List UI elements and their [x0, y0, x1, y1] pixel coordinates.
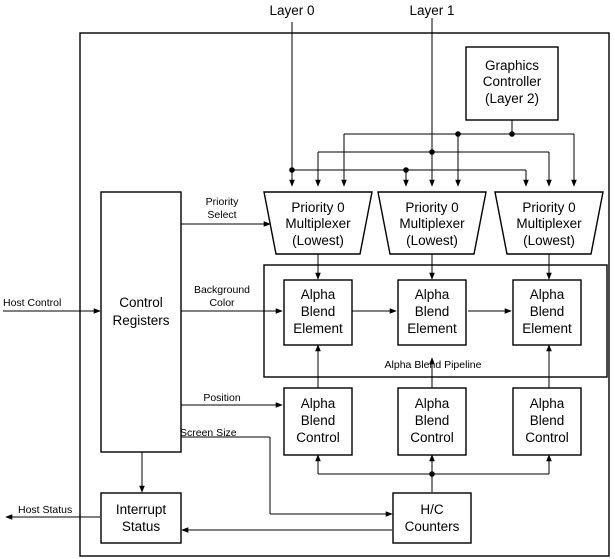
alpha-blend-element-3: Alpha Blend Element: [512, 279, 582, 346]
priority-mux-1: Priority 0 Multiplexer (Lowest): [263, 191, 373, 255]
graphics-controller-line-3: (Layer 2): [485, 91, 539, 106]
host-status-label: Host Status: [18, 504, 72, 516]
graphics-controller-line-2: Controller: [483, 74, 542, 89]
priority-mux-3-line-3: (Lowest): [523, 233, 575, 248]
wires: [3, 18, 577, 533]
interrupt-status-line-1: Interrupt: [116, 502, 167, 517]
priority-mux-2: Priority 0 Multiplexer (Lowest): [377, 191, 487, 255]
host-control-label: Host Control: [3, 297, 61, 309]
priority-mux-3-line-2: Multiplexer: [516, 216, 582, 231]
interrupt-status-line-2: Status: [122, 519, 161, 534]
priority-select-label-2: Select: [207, 209, 236, 221]
background-color-label-2: Color: [209, 297, 235, 309]
alpha-blend-element-2-line-2: Blend: [415, 304, 450, 319]
alpha-blend-element-1-line-3: Element: [293, 321, 343, 336]
position-label: Position: [203, 392, 241, 404]
alpha-blend-element-3-line-2: Blend: [530, 304, 565, 319]
interrupt-status-block: Interrupt Status: [100, 492, 182, 544]
alpha-blend-control-2-line-3: Control: [410, 430, 454, 445]
alpha-blend-control-1-line-1: Alpha: [301, 396, 336, 411]
alpha-blend-control-3: Alpha Blend Control: [512, 387, 582, 456]
alpha-blend-control-1: Alpha Blend Control: [283, 387, 353, 456]
hc-counters-line-2: Counters: [405, 519, 460, 534]
priority-mux-3-line-1: Priority 0: [522, 200, 575, 215]
layer-0-label: Layer 0: [269, 3, 314, 18]
priority-mux-2-line-1: Priority 0: [405, 200, 458, 215]
background-color-label-1: Background: [194, 284, 250, 296]
alpha-blend-element-2-line-3: Element: [407, 321, 457, 336]
alpha-blend-element-1-line-1: Alpha: [301, 287, 336, 302]
priority-mux-1-line-1: Priority 0: [291, 200, 344, 215]
alpha-blend-control-2-line-2: Blend: [415, 413, 450, 428]
priority-select-label-1: Priority: [206, 196, 239, 208]
alpha-blend-element-3-line-3: Element: [522, 321, 572, 336]
hc-counters-block: H/C Counters: [392, 492, 472, 544]
priority-mux-1-line-2: Multiplexer: [285, 216, 351, 231]
priority-mux-3: Priority 0 Multiplexer (Lowest): [494, 191, 604, 255]
pipeline-label: Alpha Blend Pipeline: [385, 359, 482, 371]
alpha-blend-element-1: Alpha Blend Element: [283, 279, 353, 346]
alpha-blend-control-1-line-2: Blend: [301, 413, 336, 428]
alpha-blend-element-2-line-1: Alpha: [415, 287, 450, 302]
system-boundary: [79, 32, 610, 557]
screen-size-label: Screen Size: [180, 427, 237, 439]
priority-mux-2-line-3: (Lowest): [406, 233, 458, 248]
alpha-blend-element-3-line-1: Alpha: [530, 287, 565, 302]
control-registers-line-1: Control: [119, 295, 163, 310]
control-registers-block: Control Registers: [100, 191, 182, 453]
graphics-controller-line-1: Graphics: [485, 58, 539, 73]
alpha-blend-control-2: Alpha Blend Control: [397, 387, 467, 456]
alpha-blend-control-3-line-1: Alpha: [530, 396, 565, 411]
alpha-blend-element-2: Alpha Blend Element: [397, 279, 467, 346]
control-registers-line-2: Registers: [112, 313, 169, 328]
alpha-blend-control-1-line-3: Control: [296, 430, 340, 445]
priority-mux-2-line-2: Multiplexer: [399, 216, 465, 231]
hc-counters-line-1: H/C: [420, 502, 444, 517]
graphics-controller-block: Graphics Controller (Layer 2): [465, 46, 559, 121]
alpha-blend-control-3-line-3: Control: [525, 430, 569, 445]
alpha-blend-element-1-line-2: Blend: [301, 304, 336, 319]
priority-mux-1-line-3: (Lowest): [292, 233, 344, 248]
alpha-blend-control-2-line-1: Alpha: [415, 396, 450, 411]
alpha-blend-control-3-line-2: Blend: [530, 413, 565, 428]
alpha-blend-pipeline-frame: [263, 264, 608, 378]
layer-1-label: Layer 1: [409, 3, 454, 18]
